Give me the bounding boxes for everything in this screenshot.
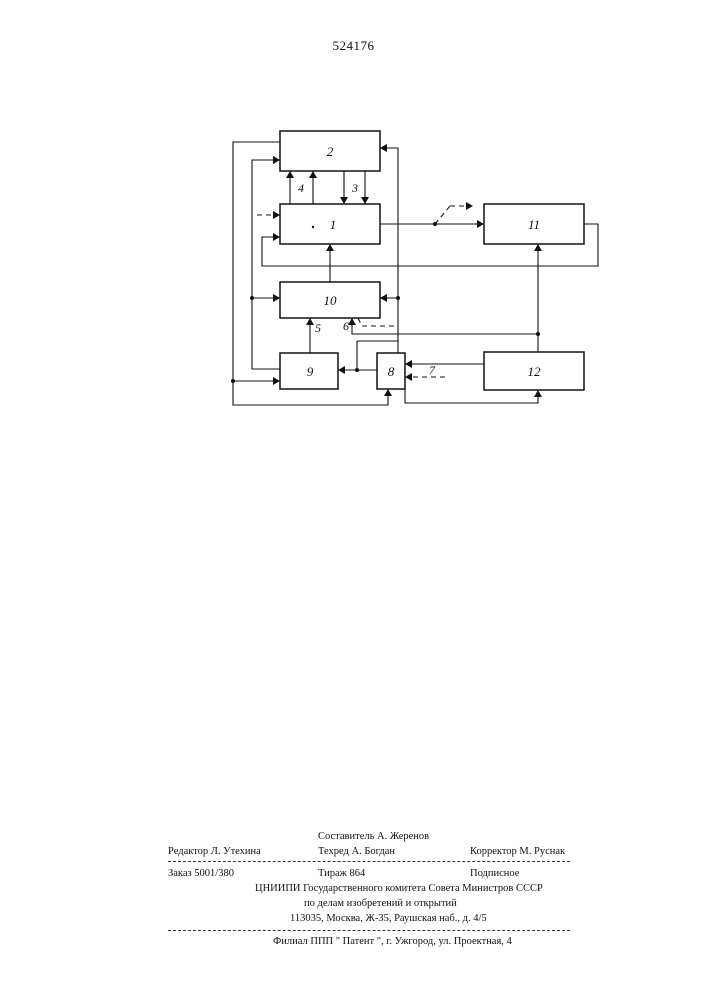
order-line: Заказ 5001/380 [168,868,234,879]
compiler-line: Составитель А. Жеренов [318,831,429,842]
editor-line: Редактор Л. Утехина [168,846,261,857]
branch-line: Филиал ППП " Патент ", г. Ужгород, ул. П… [273,936,512,947]
signal-6-label: 6 [343,319,349,333]
address-line: 113035, Москва, Ж-35, Раушская наб., д. … [290,913,487,924]
block-12-label: 12 [528,364,542,379]
block-diagram: 2 1 10 9 8 11 12 4 3 6 5 7 [0,0,707,480]
block-9-label: 9 [307,364,314,379]
block-8-label: 8 [388,364,395,379]
block-1-label: 1 [330,217,337,232]
signal-5-label: 5 [315,321,321,335]
signal-4-label: 4 [298,181,304,195]
corrector-line: Корректор М. Руснак [470,846,565,857]
techred-line: Техред А. Богдан [318,846,395,857]
subscription-line: Подписное [470,868,519,879]
block-10-label: 10 [324,293,338,308]
signal-7-label: 7 [429,363,436,377]
block-1-mark [312,226,314,228]
divider-top [168,861,570,862]
signal-3-label: 3 [351,181,358,195]
block-11-label: 11 [528,217,540,232]
circulation-line: Тираж 864 [318,868,365,879]
org-line: ЦНИИПИ Государственного комитета Совета … [255,883,543,894]
block-2-label: 2 [327,144,334,159]
dept-line: по делам изобретений и открытий [304,898,457,909]
divider-bottom [168,930,570,931]
